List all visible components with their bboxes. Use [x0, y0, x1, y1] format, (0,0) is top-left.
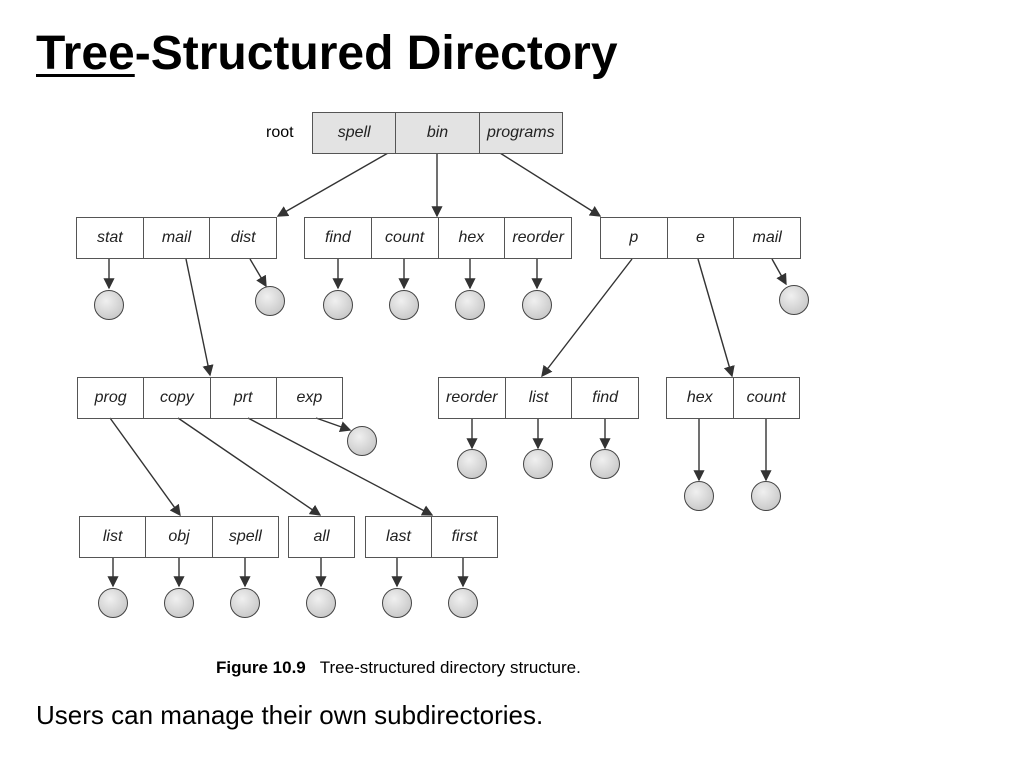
file-node [230, 588, 260, 618]
prog-directory: list obj spell [79, 516, 279, 558]
entry-obj: obj [146, 517, 213, 557]
slide-title: Tree-Structured Directory [36, 26, 618, 81]
bin-directory: find count hex reorder [304, 217, 572, 259]
file-node [255, 286, 285, 316]
root-entry-spell: spell [313, 113, 397, 153]
entry-find: find [592, 389, 619, 406]
figure-caption-text: Tree-structured directory structure. [319, 658, 581, 677]
file-node [448, 588, 478, 618]
entry-hex: hex [667, 378, 734, 418]
entry-hex: hex [439, 218, 506, 258]
file-node [306, 588, 336, 618]
p-directory: reorder list find [438, 377, 639, 419]
entry-stat: stat [77, 218, 144, 258]
mail-directory: prog copy prt exp [77, 377, 343, 419]
file-node [164, 588, 194, 618]
prt-directory: last first [365, 516, 498, 558]
file-node [523, 449, 553, 479]
root-entry-programs: programs [487, 124, 555, 141]
entry-e: e [668, 218, 735, 258]
entry-first: first [451, 528, 478, 545]
entry-count: count [746, 389, 786, 406]
file-node [455, 290, 485, 320]
file-node [347, 426, 377, 456]
entry-mail: mail [144, 218, 211, 258]
file-node [98, 588, 128, 618]
file-node [382, 588, 412, 618]
root-entry-bin: bin [396, 113, 480, 153]
entry-count: count [372, 218, 439, 258]
body-text: Users can manage their own subdirectorie… [36, 700, 544, 730]
spell-directory: stat mail dist [76, 217, 277, 259]
file-node [751, 481, 781, 511]
entry-reorder: reorder [512, 229, 564, 246]
file-node [457, 449, 487, 479]
file-node [590, 449, 620, 479]
entry-prt: prt [211, 378, 277, 418]
file-node [522, 290, 552, 320]
title-rest: -Structured Directory [134, 27, 618, 80]
e-directory: hex count [666, 377, 800, 419]
figure-caption-label: Figure 10.9 [216, 658, 306, 677]
file-node [389, 290, 419, 320]
file-node [684, 481, 714, 511]
figure-caption: Figure 10.9 Tree-structured directory str… [216, 658, 581, 678]
programs-directory: p e mail [600, 217, 801, 259]
copy-directory: all [288, 516, 355, 558]
title-underlined-word: Tree [36, 27, 135, 80]
entry-last: last [366, 517, 432, 557]
entry-list: list [506, 378, 573, 418]
entry-all: all [313, 528, 330, 545]
entry-spell: spell [228, 528, 262, 545]
entry-p: p [601, 218, 668, 258]
file-node [94, 290, 124, 320]
entry-dist: dist [230, 229, 256, 246]
file-node [323, 290, 353, 320]
entry-copy: copy [144, 378, 211, 418]
entry-find: find [305, 218, 372, 258]
root-label: root [266, 124, 294, 141]
file-node [779, 285, 809, 315]
entry-prog: prog [78, 378, 145, 418]
entry-list: list [80, 517, 147, 557]
entry-reorder: reorder [439, 378, 506, 418]
entry-exp: exp [296, 389, 323, 406]
root-directory: spell bin programs [312, 112, 563, 154]
entry-mail: mail [752, 229, 782, 246]
